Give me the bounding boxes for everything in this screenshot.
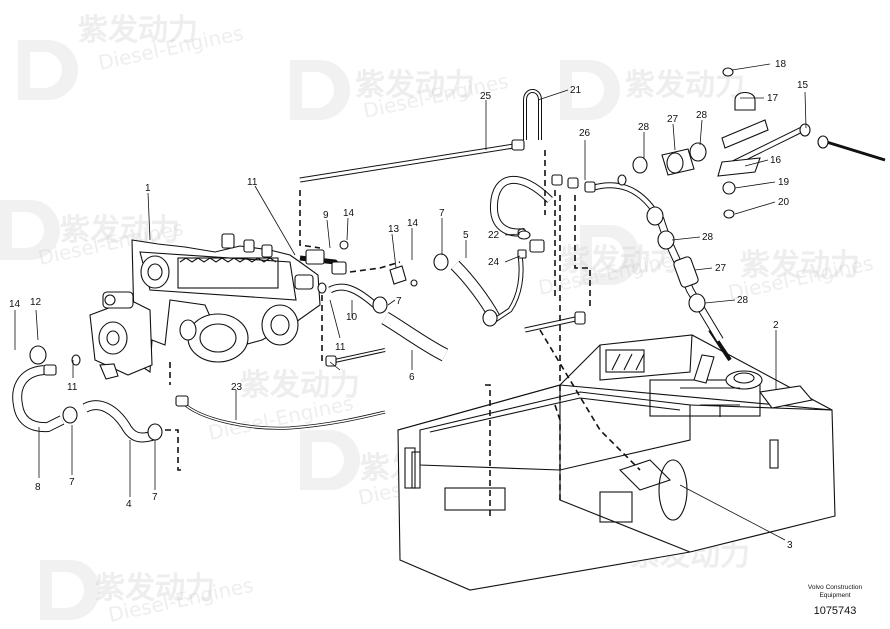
callout-11-top: 11 — [247, 177, 258, 188]
fittings — [29, 67, 829, 441]
callout-16: 16 — [770, 155, 782, 166]
watermark-text: 紫发动力 — [95, 571, 215, 606]
callout-11-mid: 11 — [335, 342, 346, 353]
callout-14-top: 14 — [343, 208, 355, 219]
watermark-text: 紫发动力 — [78, 13, 198, 48]
dashed-routing — [165, 150, 641, 520]
hose-lines — [12, 89, 886, 443]
watermark-text: 紫发动力 — [240, 368, 360, 403]
callout-24: 24 — [488, 257, 500, 268]
callout-15: 15 — [797, 80, 809, 91]
callout-labels: 1 2 3 4 5 6 7 7 7 7 8 9 10 11 11 11 12 1… — [9, 59, 809, 551]
callout-3: 3 — [787, 540, 793, 551]
watermark-text: 紫发动力 — [560, 243, 680, 278]
callout-8: 8 — [35, 482, 41, 493]
figure-number: 1075743 — [813, 605, 857, 617]
callout-19: 19 — [778, 177, 790, 188]
callout-27-top: 27 — [667, 114, 679, 125]
watermark-logo — [290, 60, 350, 120]
callout-23: 23 — [231, 382, 243, 393]
watermark-logo — [40, 560, 100, 620]
callout-28-lower: 28 — [737, 295, 749, 306]
callout-28-top-right: 28 — [696, 110, 708, 121]
watermark-logo — [18, 40, 78, 100]
watermark-text: 紫发动力 — [740, 248, 860, 283]
callout-1: 1 — [145, 183, 151, 194]
callout-25: 25 — [480, 91, 492, 102]
callout-7-lower-clamp: 7 — [69, 477, 75, 488]
watermark-text: 紫发动力 — [60, 213, 180, 248]
callout-7-clamp: 7 — [396, 296, 402, 307]
callout-26: 26 — [579, 128, 591, 139]
callout-18: 18 — [775, 59, 787, 70]
callout-7-hose-clamp: 7 — [439, 208, 445, 219]
callout-11-left: 11 — [67, 382, 78, 393]
callout-6: 6 — [409, 372, 415, 383]
pump-assembly — [89, 233, 321, 380]
callout-14-left: 14 — [9, 299, 21, 310]
leader-lines — [14, 63, 807, 541]
watermark-logo — [580, 225, 640, 285]
watermark-logo — [560, 60, 620, 120]
manufacturer-line-1: Volvo Construction — [807, 584, 863, 591]
callout-14-right: 14 — [407, 218, 419, 229]
callout-10: 10 — [346, 312, 358, 323]
watermark-logo — [0, 200, 60, 260]
callout-9: 9 — [323, 210, 329, 221]
callout-22: 22 — [488, 230, 500, 241]
callout-17: 17 — [767, 93, 779, 104]
callout-2: 2 — [773, 320, 779, 331]
manufacturer-line-2: Equipment — [819, 592, 851, 599]
callout-28-top-left: 28 — [638, 122, 650, 133]
callout-12: 12 — [30, 297, 42, 308]
callout-28-mid: 28 — [702, 232, 714, 243]
watermark-logo — [300, 430, 360, 490]
figure-footer: Volvo Construction Equipment 1075743 — [790, 584, 880, 618]
callout-7-right-clamp: 7 — [152, 492, 158, 503]
hydraulic-tank — [397, 328, 836, 591]
callout-5: 5 — [463, 230, 469, 241]
callout-20: 20 — [778, 197, 790, 208]
callout-27-lower: 27 — [715, 263, 727, 274]
callout-21: 21 — [570, 85, 582, 96]
callout-13: 13 — [388, 224, 400, 235]
callout-4: 4 — [126, 499, 132, 510]
watermark-text: 紫发动力 — [355, 68, 475, 103]
